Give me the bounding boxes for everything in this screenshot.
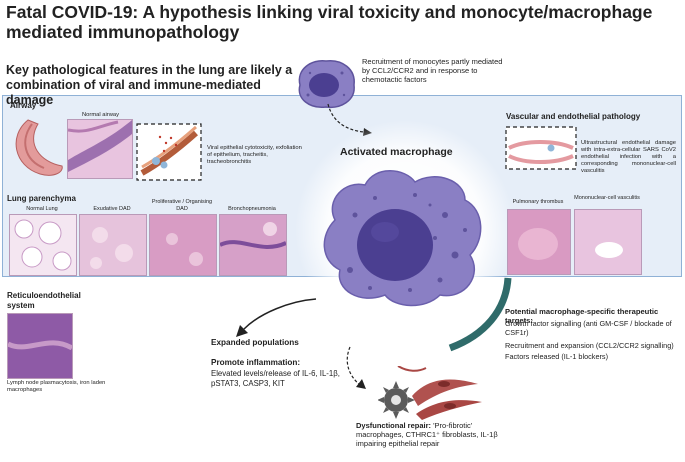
normal-airway-label: Normal airway bbox=[82, 112, 120, 118]
airway-description: Viral epithelial cytotoxicity, exfoliati… bbox=[207, 145, 302, 165]
activated-macrophage-icon bbox=[323, 170, 482, 307]
normal-lung-histology bbox=[9, 214, 77, 276]
therapeutic-heading: Potential macrophage-specific therapeuti… bbox=[505, 307, 659, 325]
endothelial-damage-diagram bbox=[505, 126, 577, 170]
recruitment-text: Recruitment of monocytes partly mediated… bbox=[362, 57, 503, 84]
monocyte-icon bbox=[298, 60, 355, 109]
vascular-panel-label-2: Mononuclear-cell vasculitis bbox=[574, 195, 640, 201]
lymph-node-caption: Lymph node plasmacytosis, iron laden mac… bbox=[7, 380, 106, 393]
vascular-panel-label-1: Pulmonary thrombus bbox=[512, 199, 564, 205]
promote-inflammation-heading: Promote inflammation: bbox=[211, 358, 301, 367]
fibrotic-cells-icon bbox=[378, 366, 482, 420]
vascular-heading: Vascular and endothelial pathology bbox=[506, 112, 641, 121]
activated-macrophage-label: Activated macrophage bbox=[340, 146, 453, 158]
therapeutic-item-1: Growth factor signalling (anti GM-CSF / … bbox=[505, 319, 672, 337]
figure-title: Fatal COVID-19: A hypothesis linking vir… bbox=[6, 2, 653, 42]
therapeutic-arc bbox=[448, 277, 512, 352]
vasculitis-histology bbox=[574, 209, 642, 275]
normal-airway-histology bbox=[67, 119, 133, 179]
pulmonary-thrombus-histology bbox=[507, 209, 571, 275]
therapeutic-item-2: Recruitment and expansion (CCL2/CCR2 sig… bbox=[505, 341, 674, 350]
therapeutic-item-3: Factors released (IL-1 blockers) bbox=[505, 352, 609, 361]
vascular-description: Ultrastructural endothelial damage with … bbox=[581, 140, 676, 174]
expanded-populations-arrow bbox=[236, 298, 317, 337]
promote-inflammation-text: Elevated levels/release of IL-6, IL-1β, … bbox=[211, 369, 340, 388]
organising-dad-histology bbox=[149, 214, 217, 276]
lung-panel-label-4: Bronchopneumonia bbox=[228, 206, 276, 212]
lung-panel-label-3: Proliferative / Organising DAD bbox=[151, 199, 213, 212]
dysfunctional-repair-arrow bbox=[346, 346, 366, 389]
lymph-node-histology bbox=[7, 313, 73, 379]
reticuloendothelial-heading: Reticuloendothelial system bbox=[7, 291, 81, 310]
dysfunctional-repair-heading: Dysfunctional repair: bbox=[356, 421, 432, 430]
epithelial-damage-diagram bbox=[136, 123, 202, 181]
airway-trachea-icon bbox=[15, 119, 63, 176]
expanded-populations-label: Expanded populations bbox=[211, 338, 299, 347]
dysfunctional-repair-text: Dysfunctional repair: 'Pro-fibrotic' mac… bbox=[356, 421, 516, 448]
bronchopneumonia-histology bbox=[219, 214, 287, 276]
lung-panel-label-2: Exudative DAD bbox=[93, 206, 131, 212]
subtitle: Key pathological features in the lung ar… bbox=[6, 63, 293, 107]
lung-panel-label-1: Normal Lung bbox=[26, 206, 58, 212]
lung-parenchyma-heading: Lung parenchyma bbox=[7, 194, 76, 203]
airway-heading: Airway bbox=[10, 101, 37, 110]
dysfunctional-repair-body: 'Pro-fibrotic' macrophages, CTHRC1⁺ fibr… bbox=[356, 421, 498, 448]
exudative-dad-histology bbox=[79, 214, 147, 276]
